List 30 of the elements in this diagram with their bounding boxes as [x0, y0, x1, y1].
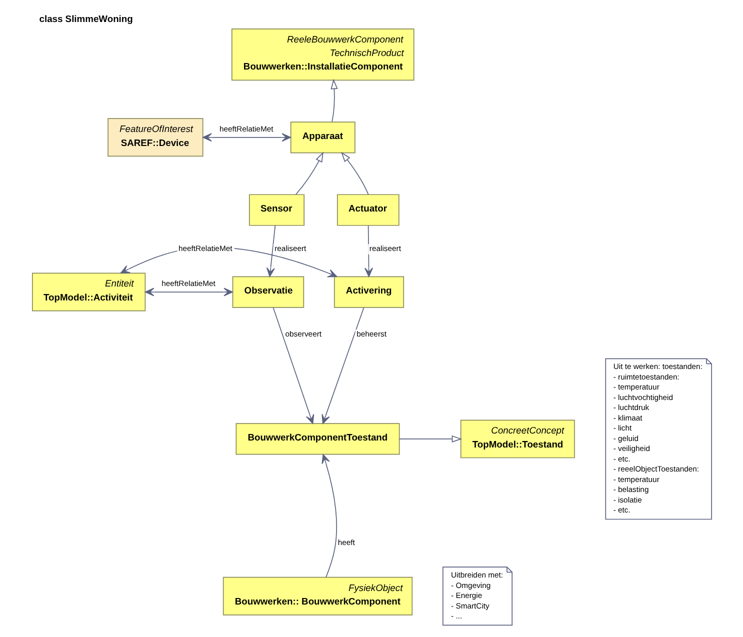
arrow: [330, 78, 338, 122]
arrow: [321, 454, 336, 578]
node-box: BouwwerkComponentToestand: [235, 423, 400, 455]
node-box: FeatureOfInterest SAREF::Device: [107, 118, 203, 157]
arrow: [266, 225, 276, 277]
diagram-title: class SlimmeWoning: [38, 12, 132, 24]
node-box: Observatie: [232, 276, 304, 308]
arrow: [398, 435, 462, 443]
arrow: [340, 152, 368, 195]
edge-label: heeftRelatieMet: [161, 279, 215, 288]
node-box: Activering: [333, 276, 404, 308]
node-box: Actuator: [336, 194, 399, 226]
arrow: [294, 152, 323, 195]
arrow: [272, 307, 314, 424]
edge-label: realiseert: [274, 244, 306, 254]
node-box: Apparaat: [290, 122, 355, 154]
node-box: ConcreetConcept TopModel::Toestand: [460, 420, 574, 458]
node-box: FysiekObject Bouwwerken:: BouwwerkComponent: [222, 576, 412, 616]
edge-label: realiseert: [368, 244, 400, 254]
arrow: [144, 288, 232, 296]
arrow: [321, 307, 364, 424]
edge-label: heeft: [337, 538, 354, 548]
node-box: Sensor: [248, 194, 304, 226]
node-box: Entiteit TopModel::Activiteit: [31, 272, 146, 312]
edge-label: heeftRelatieMet: [178, 244, 232, 254]
edge-label: heeftRelatieMet: [219, 124, 273, 134]
edge-label: observeert: [284, 330, 322, 339]
arrow: [202, 133, 291, 142]
node-box: ReeleBouwwerkComponent TechnischProduct Bouwwerken::InstallatieComponent: [230, 28, 414, 81]
edge-label: beheerst: [356, 330, 386, 339]
